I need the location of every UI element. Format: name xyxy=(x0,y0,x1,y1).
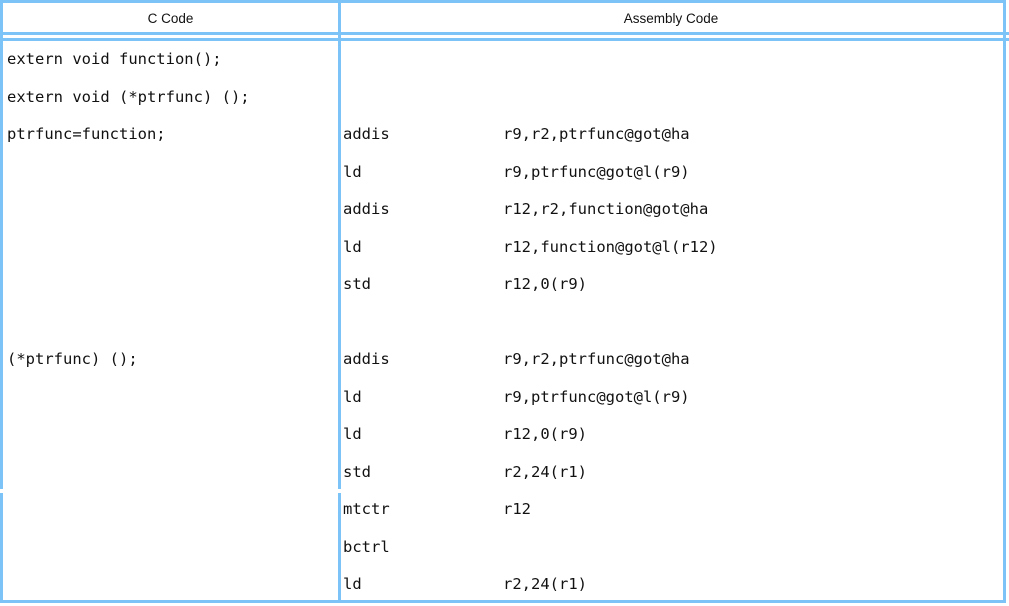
table-left-border-lower xyxy=(0,493,3,603)
assembly-operands: r9,r2,ptrfunc@got@ha xyxy=(503,350,690,368)
assembly-code-line xyxy=(343,79,998,117)
assembly-code-line: ld r12,0(r9) xyxy=(343,416,998,454)
assembly-operands: r2,24(r1) xyxy=(503,462,587,481)
table-bottom-border xyxy=(0,600,1006,603)
assembly-mnemonic: addis xyxy=(343,200,390,218)
assembly-code-line: ld r12,function@got@l(r12) xyxy=(343,229,998,267)
c-code-line: ptrfunc=function; xyxy=(7,125,166,143)
assembly-operands: r12,0(r9) xyxy=(503,425,587,443)
assembly-operands: r12 xyxy=(503,500,531,518)
assembly-operands: r9,ptrfunc@got@l(r9) xyxy=(503,162,690,181)
column-header-c-code: C Code xyxy=(147,11,194,26)
assembly-code-line: addis r9,r2,ptrfunc@got@ha xyxy=(343,116,998,154)
assembly-operands: r9,ptrfunc@got@l(r9) xyxy=(503,387,690,406)
assembly-mnemonic: ld xyxy=(343,575,362,593)
assembly-code-line: std r12,0(r9) xyxy=(343,266,998,304)
column-header-assembly-code: Assembly Code xyxy=(623,11,719,26)
assembly-mnemonic: addis xyxy=(343,125,390,143)
header-bottom-border-1 xyxy=(0,32,1009,35)
assembly-mnemonic: std xyxy=(343,275,371,293)
assembly-code-line: addis r9,r2,ptrfunc@got@ha xyxy=(343,341,998,379)
column-divider-lower xyxy=(338,493,341,603)
assembly-operands: r12,0(r9) xyxy=(503,275,587,293)
c-code-line xyxy=(7,454,335,492)
assembly-mnemonic: ld xyxy=(343,387,362,406)
assembly-operands xyxy=(503,529,512,567)
assembly-operands: r2,24(r1) xyxy=(503,575,587,593)
assembly-code-line xyxy=(343,41,998,79)
c-code-line xyxy=(7,491,335,529)
assembly-code-line: std r2,24(r1) xyxy=(343,454,998,492)
assembly-operands: r12,function@got@l(r12) xyxy=(503,237,718,256)
assembly-code-cell: addis r9,r2,ptrfunc@got@ha ld r9,ptrfunc@go… xyxy=(343,41,998,604)
assembly-operands xyxy=(503,79,512,117)
assembly-code-line: ld r2,24(r1) xyxy=(343,566,998,604)
c-code-line xyxy=(7,416,335,454)
assembly-mnemonic: addis xyxy=(343,350,390,368)
assembly-code-line xyxy=(343,304,998,342)
assembly-operands xyxy=(503,304,512,342)
assembly-mnemonic: ld xyxy=(343,425,362,443)
assembly-mnemonic: mtctr xyxy=(343,500,390,518)
assembly-mnemonic xyxy=(343,304,503,342)
header-bottom-border-2 xyxy=(0,38,1009,41)
table-top-border xyxy=(0,0,1006,3)
c-code-line xyxy=(7,566,335,604)
assembly-code-line: mtctr r12 xyxy=(343,491,998,529)
assembly-mnemonic xyxy=(343,79,503,117)
assembly-code-line: ld r9,ptrfunc@got@l(r9) xyxy=(343,379,998,417)
c-code-line: extern void (*ptrfunc) (); xyxy=(7,87,250,106)
assembly-code-line: ld r9,ptrfunc@got@l(r9) xyxy=(343,154,998,192)
table-right-border xyxy=(1003,0,1006,603)
c-code-line: extern void function(); xyxy=(7,50,222,68)
table-left-border-upper xyxy=(0,0,3,489)
c-code-line xyxy=(7,379,335,417)
assembly-mnemonic: std xyxy=(343,462,371,481)
c-code-line: (*ptrfunc) (); xyxy=(7,350,138,368)
assembly-operands: r12,r2,function@got@ha xyxy=(503,200,709,218)
c-code-line xyxy=(7,529,335,567)
c-code-line xyxy=(7,154,335,192)
assembly-operands xyxy=(503,41,512,79)
assembly-mnemonic: ld xyxy=(343,237,362,256)
c-code-line xyxy=(7,229,335,267)
assembly-code-line: bctrl xyxy=(343,529,998,567)
c-code-line xyxy=(7,304,335,342)
column-divider-upper xyxy=(338,0,341,489)
assembly-code-line: addis r12,r2,function@got@ha xyxy=(343,191,998,229)
assembly-mnemonic xyxy=(343,41,503,79)
table-header-row: C Code Assembly Code xyxy=(0,3,1001,35)
c-code-line xyxy=(7,266,335,304)
assembly-mnemonic: bctrl xyxy=(343,537,390,556)
c-code-cell: extern void function(); extern void (*ptr… xyxy=(7,41,335,604)
assembly-mnemonic: ld xyxy=(343,162,362,181)
assembly-operands: r9,r2,ptrfunc@got@ha xyxy=(503,125,690,143)
c-code-line xyxy=(7,191,335,229)
